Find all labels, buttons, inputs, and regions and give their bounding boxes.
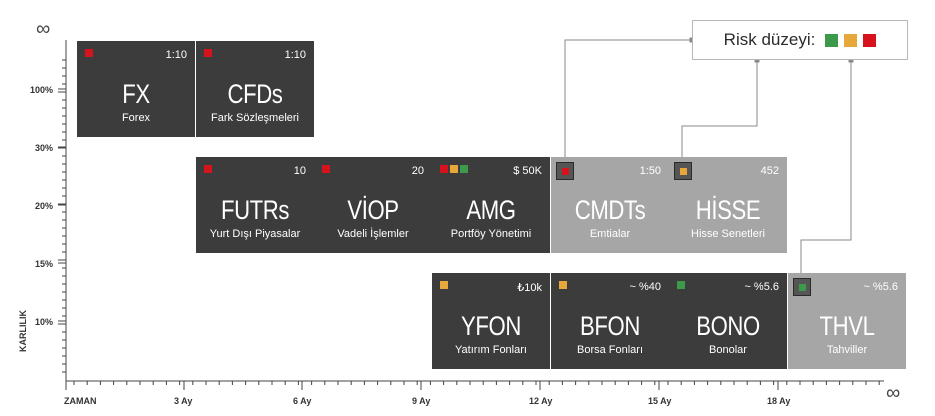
risk-legend-label: Risk düzeyi: xyxy=(723,30,816,49)
tile-bfon[interactable]: ~ %40 BFON Borsa Fonları xyxy=(551,273,669,369)
tile-name: Bonolar xyxy=(709,344,747,356)
tile-badge: ₺10k xyxy=(517,282,542,294)
y-tick-label-15: 15% xyxy=(35,259,54,269)
risk-legend-red-square xyxy=(863,33,877,47)
tile-badge: $ 50K xyxy=(513,165,542,177)
tile-bono[interactable]: ~ %5.6 BONO Bonolar xyxy=(669,273,787,369)
tile-thvl[interactable]: ~ %5.6 THVL Tahviller xyxy=(788,273,906,369)
tile-name: Hisse Senetleri xyxy=(691,228,765,240)
tile-code: YFON xyxy=(461,311,521,341)
connector-end-dot xyxy=(754,57,760,63)
risk-green-square xyxy=(798,283,806,291)
tile-code: CFDs xyxy=(227,79,283,109)
x-tick-label-15: 15 Ay xyxy=(648,396,672,406)
tile-yfon[interactable]: ₺10k YFON Yatırım Fonları xyxy=(432,273,550,369)
tile-name: Borsa Fonları xyxy=(576,344,644,356)
risk-red-square xyxy=(561,167,569,175)
tile-badge: 1:50 xyxy=(639,165,661,177)
tile-code: THVL xyxy=(819,311,875,341)
x-tick-label-18: 18 Ay xyxy=(767,396,791,406)
connector-thvl-legend xyxy=(800,60,852,276)
tile-name: Fark Sözleşmeleri xyxy=(210,112,300,124)
tile-futrs[interactable]: 10 FUTRs Yurt Dışı Piyasalar xyxy=(196,157,314,253)
tile-name: Emtialar xyxy=(589,228,631,240)
tile-name: Tahviller xyxy=(826,344,868,356)
risk-indicator-boxed xyxy=(793,278,811,296)
risk-yellow-square xyxy=(679,167,687,175)
risk-indicator xyxy=(204,49,212,57)
y-axis-infinity: ∞ xyxy=(36,18,51,40)
tile-code: FUTRs xyxy=(220,195,290,225)
tile-cfds[interactable]: 1:10 CFDs Fark Sözleşmeleri xyxy=(196,41,314,137)
connector-end-dot xyxy=(848,57,854,63)
risk-legend-green-square xyxy=(825,33,839,47)
y-tick-label-100: 100% xyxy=(30,85,54,95)
y-tick-label-20: 20% xyxy=(35,201,54,211)
risk-indicator xyxy=(85,49,93,57)
risk-green-square xyxy=(677,281,685,289)
tile-fx[interactable]: 1:10 FX Forex xyxy=(77,41,195,137)
tile-badge: 452 xyxy=(760,165,779,177)
risk-yellow-square xyxy=(450,165,458,173)
risk-legend: Risk düzeyi: xyxy=(692,20,908,60)
risk-indicator-boxed xyxy=(674,162,692,180)
tile-code: HİSSE xyxy=(695,195,761,225)
tile-name: Forex xyxy=(121,112,151,124)
tile-hisse[interactable]: 452 HİSSE Hisse Senetleri xyxy=(669,157,787,253)
risk-indicator xyxy=(677,281,685,289)
y-axis-title: KARLILIK xyxy=(18,310,28,352)
y-tick-label-30: 30% xyxy=(35,143,54,153)
risk-red-square xyxy=(204,49,212,57)
risk-indicator-boxed xyxy=(556,162,574,180)
tile-code: BONO xyxy=(696,311,760,341)
tile-code: FX xyxy=(122,79,150,109)
risk-red-square xyxy=(322,165,330,173)
tile-badge: 10 xyxy=(293,165,306,177)
x-tick-label-6: 6 Ay xyxy=(293,396,312,406)
x-tick-label-9: 9 Ay xyxy=(412,396,431,406)
risk-indicator xyxy=(204,165,212,173)
risk-green-square xyxy=(460,165,468,173)
risk-red-square xyxy=(440,165,448,173)
connector-hisse-legend xyxy=(681,60,758,160)
tile-viop[interactable]: 20 VİOP Vadeli İşlemler xyxy=(314,157,432,253)
tile-code: AMG xyxy=(466,195,516,225)
risk-red-square xyxy=(204,165,212,173)
risk-red-square xyxy=(85,49,93,57)
tile-badge: ~ %40 xyxy=(629,281,662,293)
x-tick-label-3: 3 Ay xyxy=(174,396,193,406)
risk-yellow-square xyxy=(559,281,567,289)
tile-badge: 20 xyxy=(411,165,424,177)
x-tick-label-12: 12 Ay xyxy=(529,396,553,406)
connector-cmdts-legend xyxy=(564,39,692,160)
tile-name: Yatırım Fonları xyxy=(455,344,527,356)
risk-indicator xyxy=(440,165,468,173)
risk-legend-yellow-square xyxy=(844,33,858,47)
tile-code: BFON xyxy=(580,311,640,341)
y-tick-label-10: 10% xyxy=(35,317,54,327)
risk-indicator xyxy=(559,281,567,289)
x-axis-title: ZAMAN xyxy=(64,396,97,406)
tile-badge: 1:10 xyxy=(165,49,187,61)
tile-amg[interactable]: $ 50K AMG Portföy Yönetimi xyxy=(432,157,550,253)
risk-yellow-square xyxy=(440,281,448,289)
tile-name: Yurt Dışı Piyasalar xyxy=(209,228,301,240)
x-axis-infinity: ∞ xyxy=(886,382,901,404)
risk-indicator xyxy=(440,281,448,289)
tile-cmdts[interactable]: 1:50 CMDTs Emtialar xyxy=(551,157,669,253)
risk-indicator xyxy=(322,165,330,173)
tile-name: Vadeli İşlemler xyxy=(337,228,409,240)
tile-badge: ~ %5.6 xyxy=(744,281,779,293)
tile-code: VİOP xyxy=(347,195,399,225)
tile-code: CMDTs xyxy=(574,195,646,225)
tile-badge: ~ %5.6 xyxy=(863,281,898,293)
tile-badge: 1:10 xyxy=(284,49,306,61)
tile-name: Portföy Yönetimi xyxy=(450,228,532,240)
